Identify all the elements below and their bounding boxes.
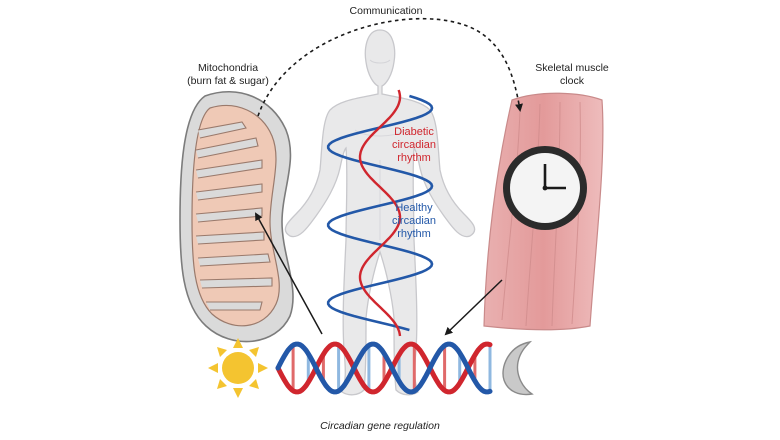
dna-to-mitochondria-arrow [255,212,323,335]
diabetic-rhythm-label-3: rhythm [397,152,431,164]
communication-arrow [257,18,523,117]
muscle-clock-label: Skeletal muscle [535,62,609,74]
dna-strand [275,341,493,395]
clock-icon [503,146,587,230]
mitochondria-label: Mitochondria [197,62,259,74]
human-body-figure [284,29,476,396]
mitochondria-sublabel: (burn fat & sugar) [187,75,269,87]
moon-icon [502,340,534,396]
gene-regulation-label: Circadian gene regulation [320,420,440,432]
communication-label: Communication [349,5,423,17]
healthy-rhythm-wave [326,94,434,332]
healthy-rhythm-label-1: Healthy [395,202,433,214]
dna-strand [275,341,493,395]
muscle-to-dna-arrow [444,279,503,336]
diabetic-rhythm-label-2: circadian [391,139,437,151]
mitochondrion-illustration [179,91,294,343]
diabetic-rhythm-wave [358,89,402,337]
healthy-rhythm-label-2: circadian [391,215,437,227]
diabetic-rhythm-label-1: Diabetic [394,126,434,138]
muscle-clock-sublabel: clock [560,75,584,87]
dna-icon [275,341,493,395]
sun-icon [208,338,268,398]
healthy-rhythm-label-3: rhythm [397,228,431,240]
